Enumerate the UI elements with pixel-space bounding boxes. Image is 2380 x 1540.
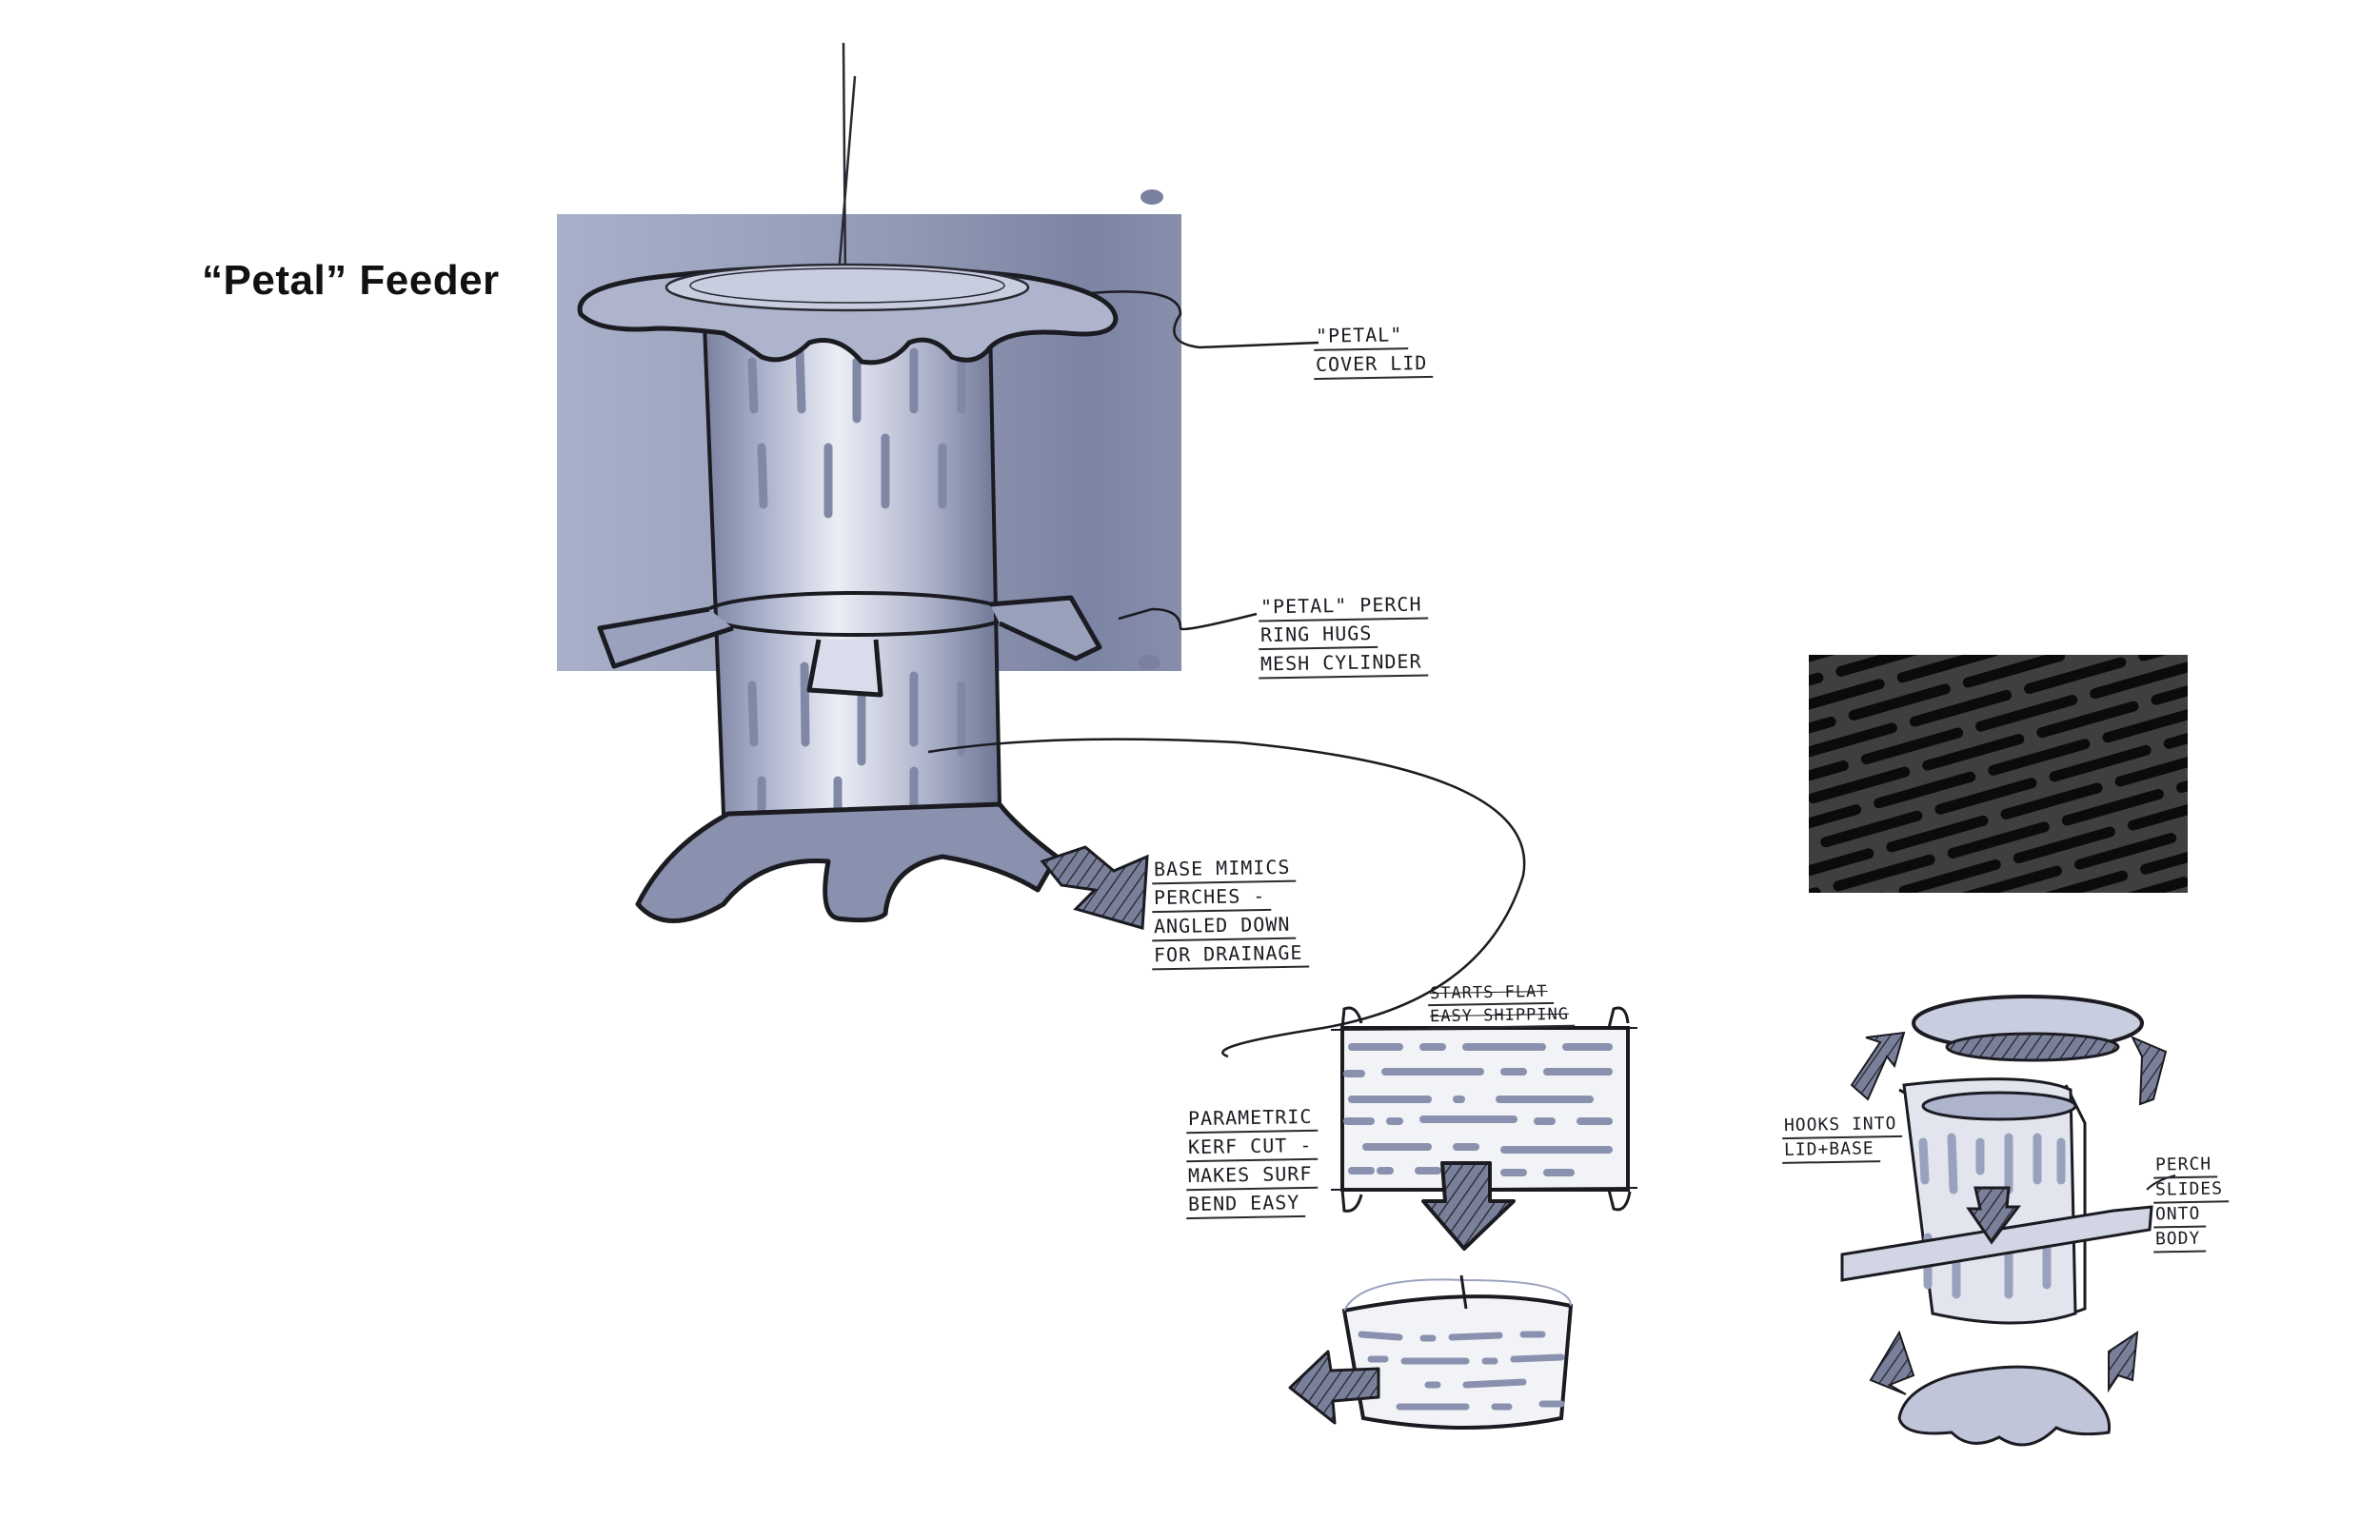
annotation-line: HOOKS INTO [1781,1112,1903,1140]
main-feeder-sketch [557,42,1526,1058]
annotation-line: BASE MIMICS [1151,853,1297,885]
annotation-line: KERF CUT - [1185,1131,1319,1163]
annotation-line: ANGLED DOWN [1151,910,1297,942]
annotation-line: "PETAL" PERCH [1258,590,1428,622]
annotation-line: COVER LID [1313,348,1434,381]
annotation-line: RING HUGS [1258,619,1378,651]
kerf-texture-swatch [1809,655,2188,893]
annotation-line: STARTS FLAT [1427,980,1554,1007]
annotation-line: PERCHES - [1151,881,1272,914]
annotation-line: SLIDES [2152,1177,2230,1204]
annotation-base: BASE MIMICS PERCHES - ANGLED DOWN FOR DR… [1151,853,1309,971]
annotation-hooks: HOOKS INTO LID+BASE [1781,1112,1903,1164]
flat-mesh-sheet-sketch [1330,1006,1638,1251]
page-title: “Petal” Feeder [202,257,500,304]
rolled-mesh-cylinder-sketch [1288,1274,1574,1430]
annotation-line: "PETAL" [1313,321,1409,351]
annotation-line: FOR DRAINAGE [1151,938,1309,971]
annotation-line: BEND EASY [1185,1188,1306,1220]
annotation-perch-slides: PERCH SLIDES ONTO BODY [2152,1153,2230,1254]
annotation-line: LID+BASE [1781,1137,1880,1164]
annotation-perch-ring: "PETAL" PERCH RING HUGS MESH CYLINDER [1258,590,1428,680]
exploded-assembly-sketch [1840,995,2176,1447]
annotation-line: MESH CYLINDER [1258,647,1428,680]
annotation-line: EASY SHIPPING [1427,1003,1576,1030]
annotation-flat: STARTS FLAT EASY SHIPPING [1427,980,1576,1030]
annotation-line: PERCH [2152,1153,2218,1179]
annotation-line: BODY [2152,1227,2207,1254]
annotation-line: ONTO [2152,1202,2207,1229]
annotation-line: MAKES SURF [1185,1159,1319,1192]
annotation-cover-lid: "PETAL" COVER LID [1313,321,1434,381]
annotation-kerf: PARAMETRIC KERF CUT - MAKES SURF BEND EA… [1185,1102,1319,1220]
annotation-line: PARAMETRIC [1185,1102,1319,1135]
